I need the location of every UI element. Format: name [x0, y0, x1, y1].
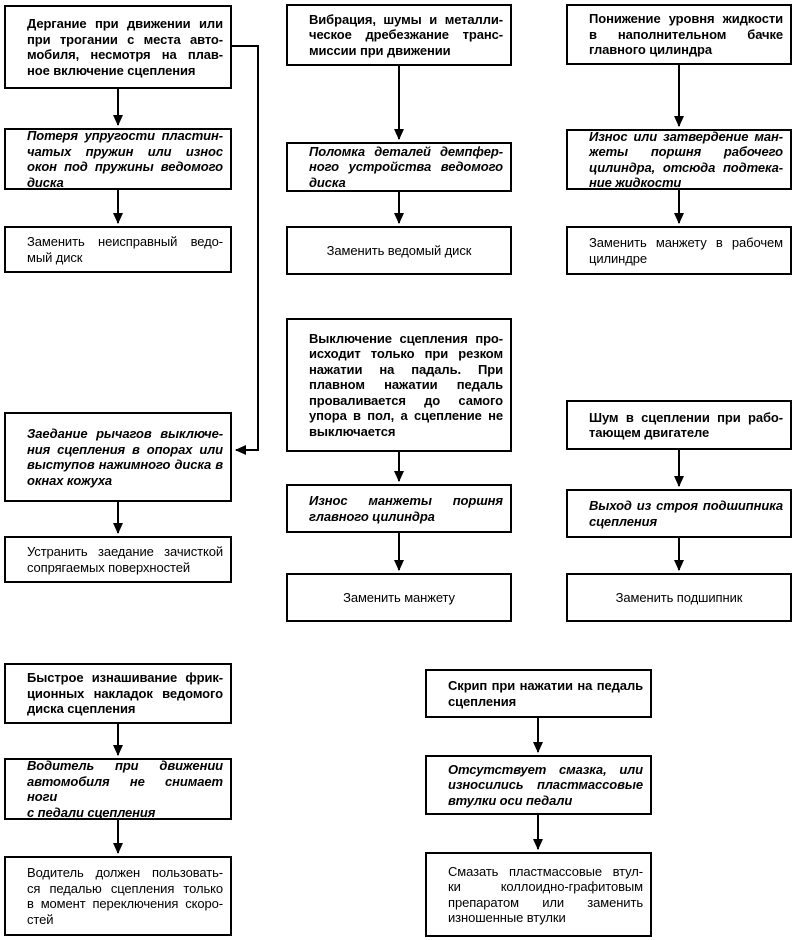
node-remedy-replace-driven-disc: Заменить неисправный ведо-мый диск	[4, 226, 232, 273]
node-remedy-replace-driven-disc-2: Заменить ведомый диск	[286, 226, 512, 275]
node-remedy-replace-cuff: Заменить манжету	[286, 573, 512, 622]
node-remedy-grease-or-replace-bushings: Смазать пластмассовые втул-ки коллоидно-…	[425, 852, 652, 937]
node-cause-lever-jamming: Заедание рычагов выключе-ния сцепления в…	[4, 412, 232, 502]
node-remedy-replace-bearing: Заменить подшипник	[566, 573, 792, 622]
node-remedy-pedal-only-when-shifting: Водитель должен пользовать-ся педалью сц…	[4, 856, 232, 936]
node-cause-damper-parts-breakage: Поломка деталей демпфер-ного устройства …	[286, 142, 512, 192]
node-cause-slave-cylinder-cuff-wear: Износ или затвердение ман-жеты поршня ра…	[566, 129, 792, 190]
node-symptom-disengage-only-sharp-press: Выключение сцепления про-исходит только …	[286, 318, 512, 452]
node-symptom-fast-lining-wear: Быстрое изнашивание фрик-ционных накладо…	[4, 663, 232, 724]
node-symptom-clutch-noise-engine-running: Шум в сцеплении при рабо-тающем двигател…	[566, 400, 792, 450]
node-symptom-vibration-noise: Вибрация, шумы и металли-ческое дребезжа…	[286, 4, 512, 66]
node-cause-spring-elasticity-loss: Потеря упругости пластин-чатых пружин ил…	[4, 128, 232, 190]
connector-a1-a4-elbow	[232, 45, 259, 455]
